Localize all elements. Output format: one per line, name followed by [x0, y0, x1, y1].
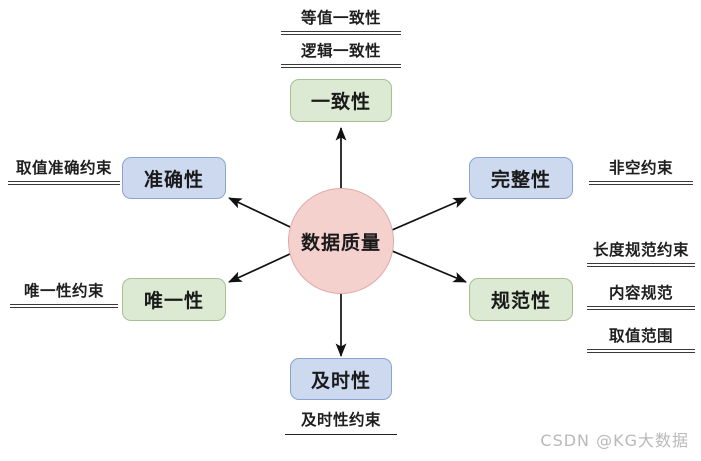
center-node-label: 数据质量: [300, 231, 381, 254]
node-consistency[interactable]: 一致性: [290, 79, 392, 122]
underline-rule: [587, 263, 695, 267]
node-uniqueness-label: 唯一性: [143, 290, 204, 312]
attribute-normativity-content: 内容规范: [587, 283, 695, 313]
attribute-normativity-value-range: 取值范围: [587, 326, 695, 356]
underline-rule: [10, 304, 118, 308]
underline-rule: [587, 306, 695, 310]
node-normativity-label: 规范性: [490, 290, 551, 312]
attribute-consistency-logical: 逻辑一致性: [281, 41, 401, 71]
center-node-data-quality[interactable]: 数据质量: [288, 188, 394, 294]
attribute-label: 及时性约束: [300, 411, 381, 429]
node-timeliness-label: 及时性: [310, 369, 371, 392]
watermark-label: CSDN @KG大数据: [540, 431, 689, 450]
node-consistency-label: 一致性: [310, 91, 371, 113]
attribute-label: 长度规范约束: [592, 241, 689, 259]
underline-rule: [587, 349, 695, 353]
underline-rule: [8, 181, 120, 185]
attribute-normativity-length: 长度规范约束: [587, 240, 695, 270]
attribute-uniqueness-constraint: 唯一性约束: [10, 281, 118, 311]
attribute-label: 非空约束: [608, 159, 673, 177]
node-completeness[interactable]: 完整性: [469, 157, 573, 199]
attribute-label: 取值准确约束: [15, 159, 112, 177]
node-normativity[interactable]: 规范性: [469, 278, 573, 321]
node-completeness-label: 完整性: [490, 168, 551, 191]
attribute-label: 唯一性约束: [23, 282, 104, 300]
attribute-accuracy-value-constraint: 取值准确约束: [8, 158, 120, 188]
attribute-timeliness-constraint: 及时性约束: [285, 410, 397, 438]
attribute-label: 逻辑一致性: [300, 42, 381, 60]
node-accuracy[interactable]: 准确性: [122, 157, 226, 199]
node-accuracy-label: 准确性: [143, 168, 204, 191]
node-timeliness[interactable]: 及时性: [290, 358, 392, 400]
underline-rule: [589, 181, 693, 185]
underline-rule: [281, 64, 401, 68]
attribute-completeness-not-null: 非空约束: [589, 158, 693, 188]
underline-rule: [285, 434, 397, 435]
attribute-label: 内容规范: [608, 284, 673, 302]
attribute-label: 等值一致性: [300, 9, 381, 27]
attribute-label: 取值范围: [608, 327, 673, 345]
underline-rule: [281, 31, 401, 35]
node-uniqueness[interactable]: 唯一性: [122, 278, 226, 321]
attribute-consistency-equal-value: 等值一致性: [281, 8, 401, 38]
